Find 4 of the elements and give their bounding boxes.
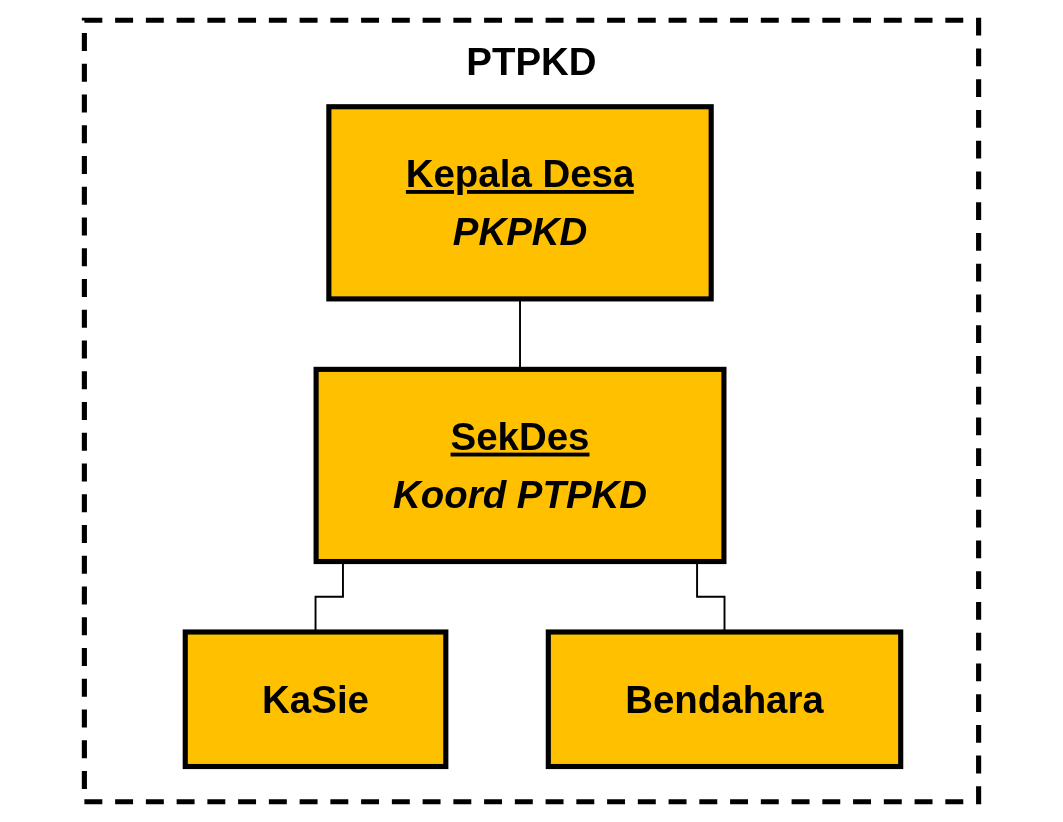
node-box: Kepala Desa PKPKD — [326, 104, 714, 302]
node-box: Bendahara — [545, 629, 904, 770]
node-box: SekDes Koord PTPKD — [313, 366, 727, 565]
node-box: KaSie — [182, 629, 449, 770]
